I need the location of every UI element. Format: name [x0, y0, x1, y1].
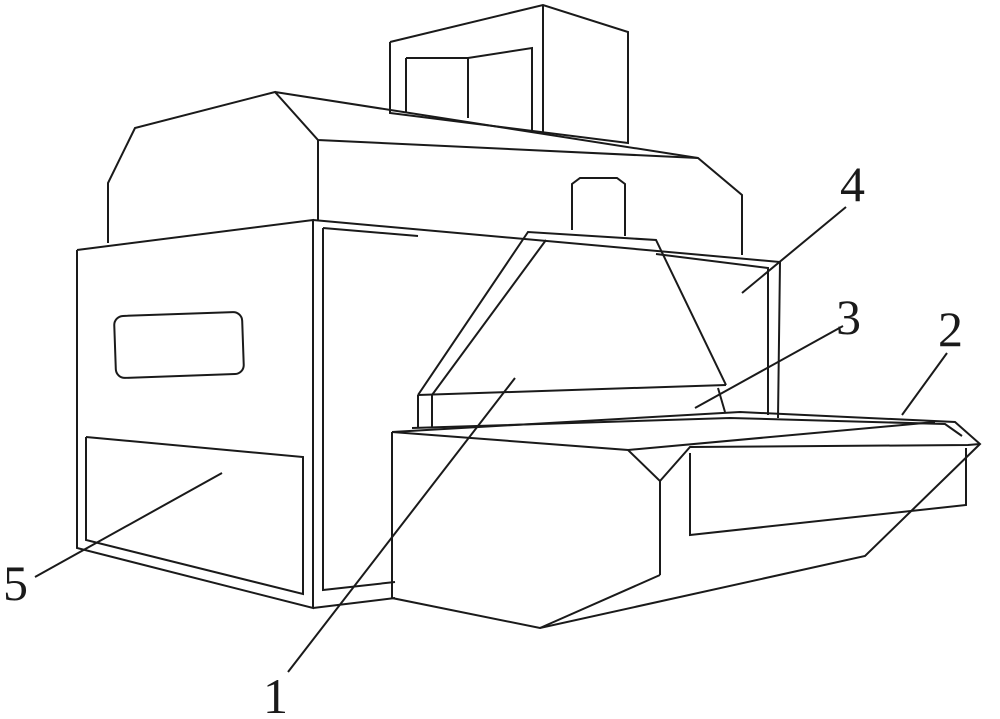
callout-1: 1: [263, 668, 288, 719]
leader-line-5: [34, 472, 223, 578]
access-panel: [85, 436, 304, 596]
exhaust-hood: [417, 177, 727, 428]
top-exhaust-box: [389, 3, 629, 145]
conveyor-shell: [391, 410, 982, 630]
callout-3: 3: [836, 289, 861, 345]
callout-2: 2: [938, 301, 963, 357]
leader-lines: [34, 206, 948, 673]
callout-4: 4: [840, 156, 865, 212]
viewing-window: [113, 311, 245, 379]
leader-line-1: [287, 377, 516, 673]
callouts: 1 2 3 4 5: [3, 156, 963, 719]
callout-5: 5: [3, 555, 28, 611]
leader-line-3: [694, 325, 844, 409]
leader-line-2: [901, 352, 948, 416]
housing-roof: [107, 90, 743, 255]
leader-line-4: [741, 206, 847, 294]
